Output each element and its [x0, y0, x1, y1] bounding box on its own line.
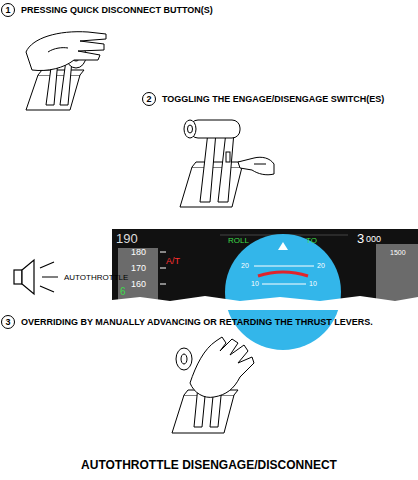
aural-warning-label: AUTOTHROTTLE [64, 274, 128, 282]
thrust-lever-quadrant [172, 337, 254, 433]
step-caption: OVERRIDING BY MANUALLY ADVANCING OR RETA… [21, 318, 373, 327]
speaker-symbol [14, 260, 58, 294]
step-caption: PRESSING QUICK DISCONNECT BUTTON(S) [21, 6, 213, 15]
altitude-tape-number: 1500 [390, 249, 406, 256]
speed-tape-number: 170 [131, 264, 146, 273]
callout-number: 2 [146, 95, 151, 104]
primary-flight-display [112, 229, 418, 350]
speed-tape-number: 180 [131, 248, 146, 257]
altitude-readout: 000 [366, 235, 381, 244]
callout-circle: 2 [142, 92, 156, 106]
diagram-title: AUTOTHROTTLE DISENGAGE/DISCONNECT [0, 459, 418, 471]
pitch-scale: 10 [309, 280, 317, 287]
speed-trend: 6 [120, 287, 126, 297]
callout-circle: 1 [1, 3, 15, 17]
speed-tape-number: 160 [131, 280, 146, 289]
thrust-lever-quadrant [180, 120, 274, 207]
mode-annunciation: ROLL [228, 237, 249, 245]
thrust-lever-quadrant [26, 32, 106, 110]
callout-number: 3 [5, 318, 10, 327]
callout-circle: 3 [1, 315, 15, 329]
altitude-readout: 3 [357, 232, 364, 245]
mode-annunciation: TO [306, 237, 317, 245]
pitch-scale: 20 [241, 262, 249, 269]
step-caption: TOGGLING THE ENGAGE/DISENGAGE SWITCH(ES) [162, 95, 384, 104]
pitch-scale: 20 [317, 262, 325, 269]
pitch-scale: 10 [251, 280, 259, 287]
callout-number: 1 [5, 6, 10, 15]
autothrottle-warning: A/T [166, 257, 180, 266]
speed-readout: 190 [116, 232, 138, 245]
